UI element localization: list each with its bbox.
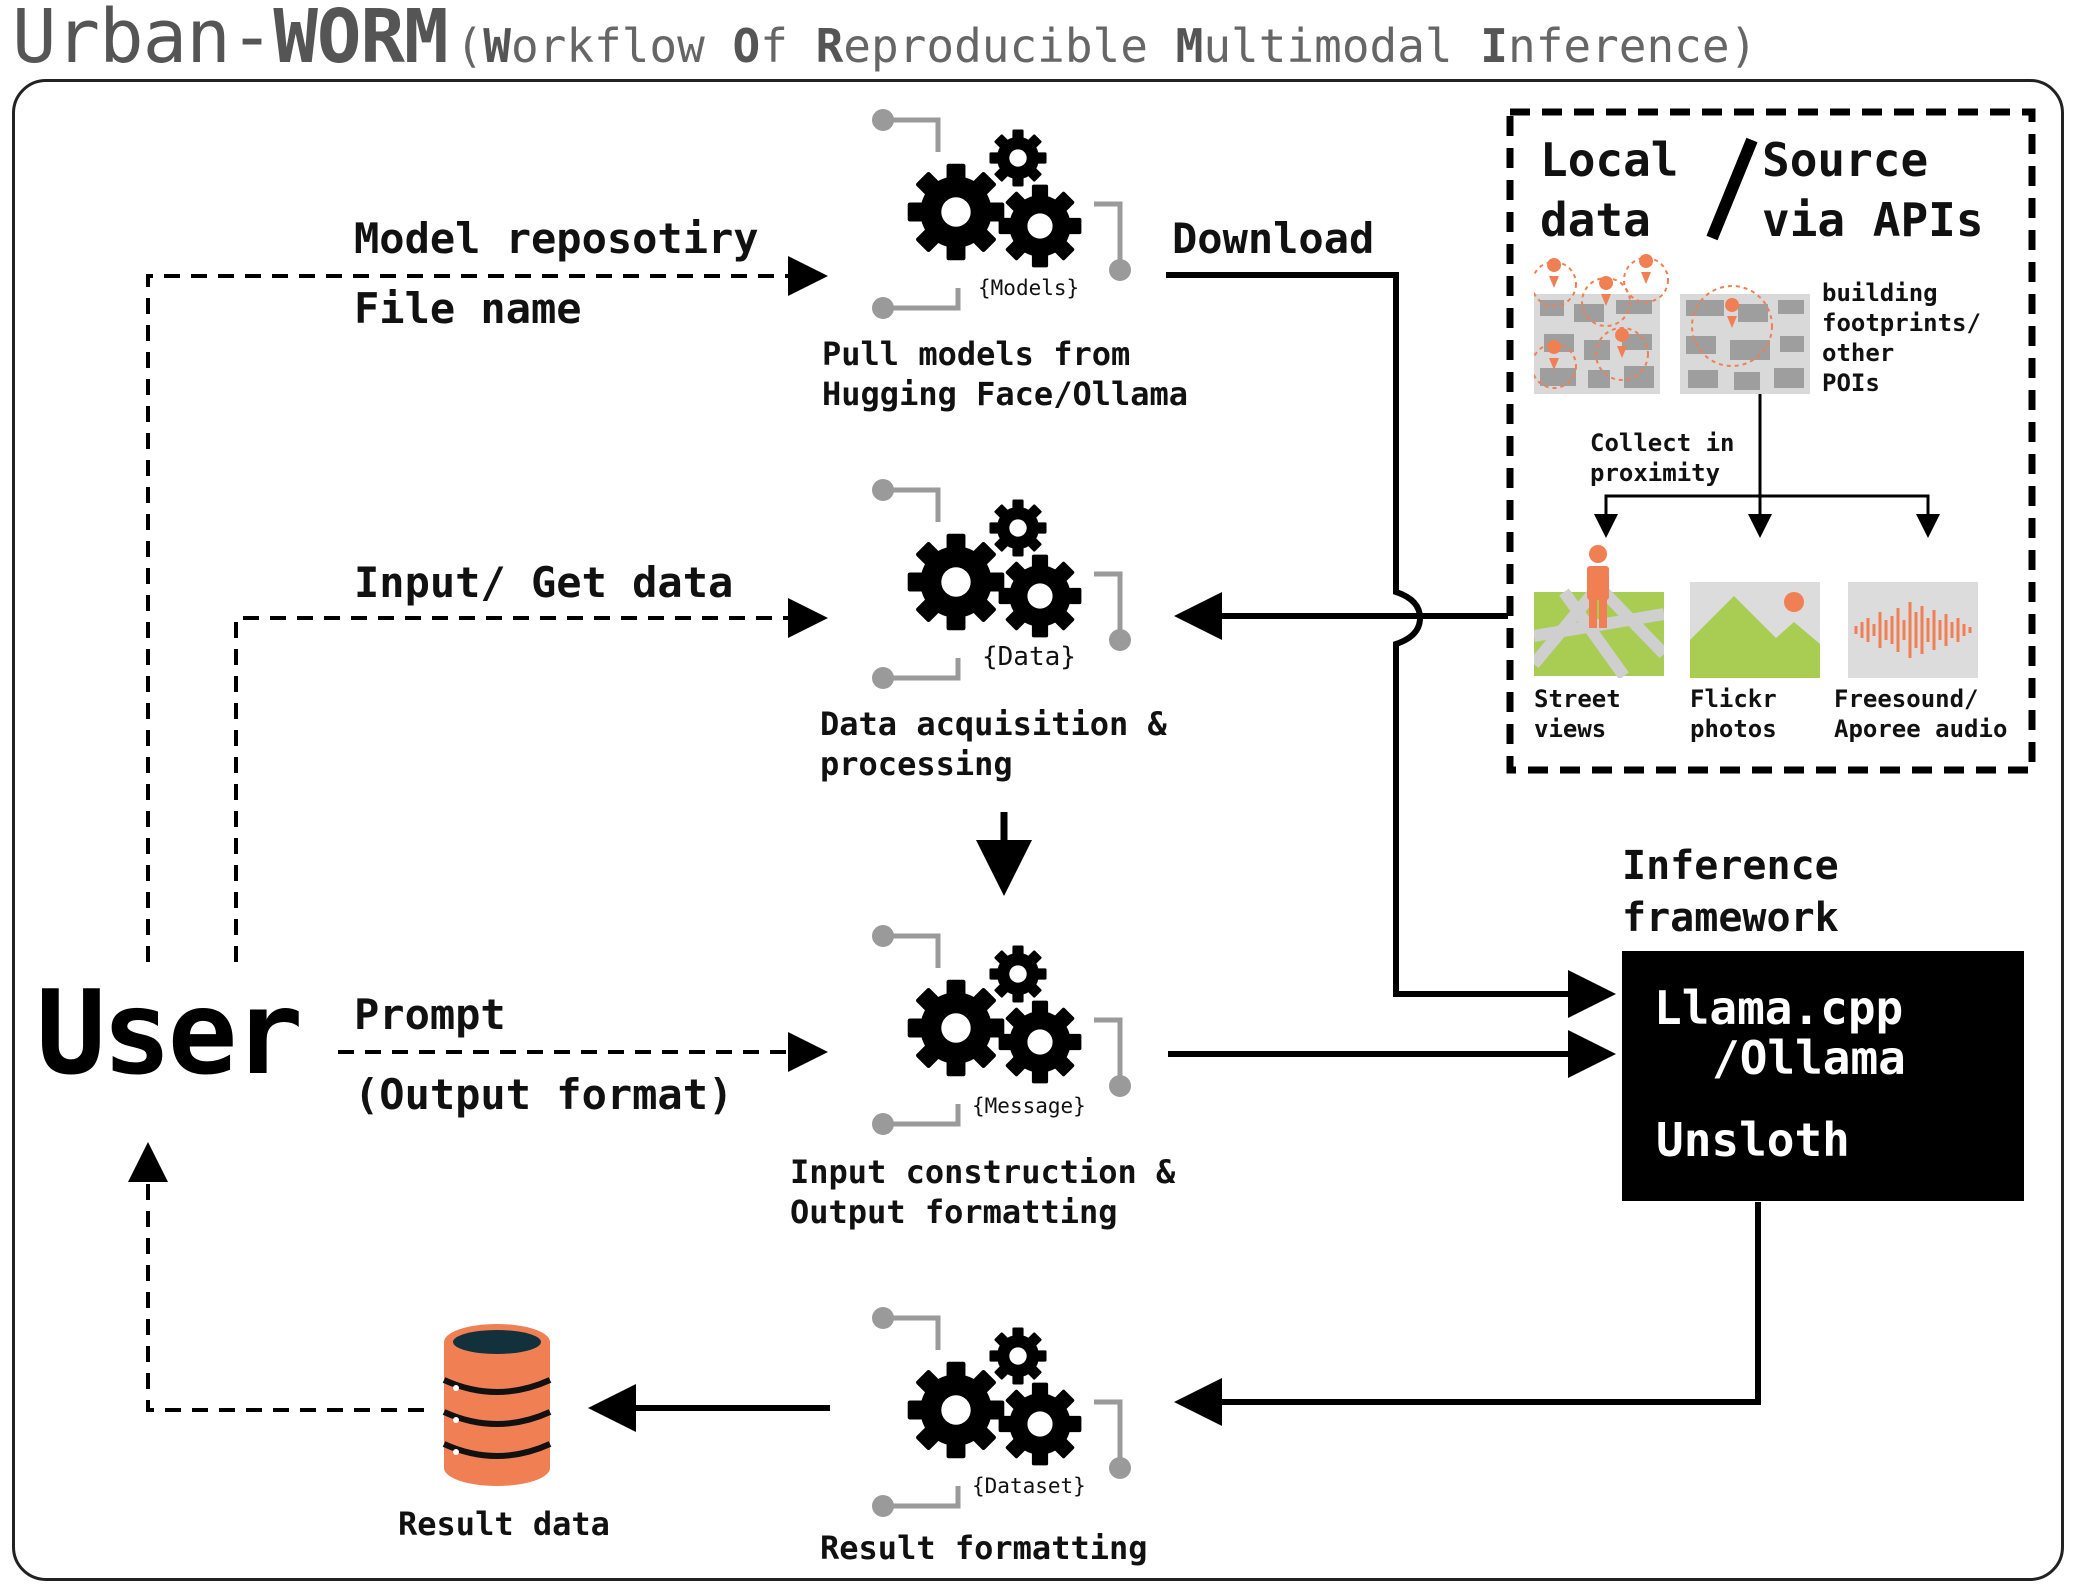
api-line: Source: [1762, 133, 1929, 187]
sources-box: [1506, 108, 2036, 774]
label-prompt: Prompt: [354, 990, 506, 1039]
caption-line: processing: [820, 745, 1013, 783]
inference-llama: Llama.cpp: [1654, 981, 1904, 1035]
label-building-footprints: building footprints/ other POIs: [1822, 278, 1981, 398]
diagram-frame: [12, 79, 2064, 1581]
tag-text: Models: [990, 276, 1067, 300]
api-line: via APIs: [1762, 193, 1984, 247]
inference-unsloth: Unsloth: [1656, 1113, 1850, 1167]
street-line: views: [1534, 715, 1607, 743]
flickr-line: Flickr: [1690, 685, 1777, 713]
module-tag: {Message}: [972, 1094, 1086, 1118]
sub-paren: (: [455, 19, 484, 73]
arrow-user-to-data: [234, 598, 828, 962]
sub-o: O: [732, 19, 761, 73]
building-line: other: [1822, 339, 1895, 367]
local-line: Local: [1540, 133, 1679, 187]
label-flickr-photos: Flickr photos: [1690, 684, 1777, 744]
sub-i: I: [1480, 19, 1508, 73]
arrow-inference-to-result: [1174, 1202, 1761, 1426]
label-street-views: Street views: [1534, 684, 1621, 744]
sub-m: M: [1175, 19, 1204, 73]
sub-o-rest: f: [760, 19, 816, 73]
arrow-result-to-user: [128, 1142, 424, 1412]
label-model-repo: Model reposotiry: [354, 214, 759, 263]
collect-line: Collect in: [1590, 429, 1735, 457]
building-line: footprints/: [1822, 309, 1981, 337]
database-icon: [442, 1324, 552, 1486]
module-tag: {Data}: [982, 642, 1076, 672]
title-prefix: Urban-: [12, 0, 274, 80]
label-local-data: Local data: [1540, 130, 1678, 250]
inference-heading-line: framework: [1622, 895, 1839, 941]
caption-line: Output formatting: [790, 1193, 1118, 1231]
caption-data: Data acquisition & processing: [820, 704, 1167, 784]
street-view-icon: [1534, 545, 1664, 678]
module-tag: {Models}: [978, 276, 1080, 300]
title-bold: WORM: [273, 0, 448, 80]
module-tag: {Dataset}: [972, 1474, 1086, 1498]
label-source-apis: Source via APIs: [1762, 130, 1984, 250]
tag-text: Data: [997, 642, 1061, 672]
inference-framework-box: Llama.cpp /Ollama Unsloth: [1622, 951, 2024, 1201]
audio-line: Aporee audio: [1834, 715, 2008, 743]
user-label: User: [36, 966, 303, 1101]
module-models: {Models}: [868, 100, 1128, 330]
tag-text: Dataset: [984, 1474, 1074, 1498]
building-line: building: [1822, 279, 1938, 307]
caption-message: Input construction & Output formatting: [790, 1152, 1175, 1232]
collect-line: proximity: [1590, 459, 1721, 487]
caption-dataset: Result formatting: [820, 1529, 1148, 1567]
inference-ollama: /Ollama: [1712, 1031, 1906, 1085]
caption-models: Pull models from Hugging Face/Ollama: [822, 334, 1188, 414]
caption-line: Hugging Face/Ollama: [822, 375, 1189, 413]
local-line: data: [1540, 193, 1651, 247]
arrow-user-to-models: [146, 256, 828, 962]
diagram-title: Urban-WORM(Workflow Of Reproducible Mult…: [12, 0, 1757, 80]
sub-w: W: [483, 19, 511, 73]
tag-text: Message: [984, 1094, 1074, 1118]
sub-m-rest: ultimodal: [1203, 19, 1481, 73]
caption-line: Input construction &: [790, 1153, 1176, 1191]
building-line: POIs: [1822, 369, 1880, 397]
label-audio: Freesound/ Aporee audio: [1834, 684, 2007, 744]
audio-line: Freesound/: [1834, 685, 1979, 713]
title-subtitle: (Workflow Of Reproducible Multimodal Inf…: [456, 19, 1758, 73]
caption-line: Data acquisition &: [820, 705, 1167, 743]
flickr-line: photos: [1690, 715, 1777, 743]
label-file-name: File name: [354, 284, 582, 333]
sub-r-rest: eproducible: [843, 19, 1176, 73]
sub-w-rest: orkflow: [510, 19, 733, 73]
collect-branch: [1604, 494, 1940, 538]
photo-icon: [1690, 582, 1820, 678]
caption-line: Pull models from: [822, 335, 1131, 373]
sub-r: R: [815, 19, 844, 73]
label-input-get-data: Input/ Get data: [354, 558, 734, 607]
label-download: Download: [1172, 214, 1375, 263]
sub-i-rest: nference): [1508, 19, 1758, 73]
inference-heading-line: Inference: [1622, 843, 1839, 889]
module-message: {Message}: [868, 916, 1128, 1146]
building-footprints-icon: [1534, 254, 1810, 394]
label-inference-framework: Inference framework: [1622, 840, 1839, 944]
label-output-format: (Output format): [354, 1070, 734, 1119]
label-result-data: Result data: [398, 1505, 610, 1543]
module-dataset: {Dataset}: [868, 1298, 1128, 1528]
audio-waveform-icon: [1848, 582, 1978, 678]
street-line: Street: [1534, 685, 1621, 713]
module-data: {Data}: [868, 470, 1128, 700]
label-collect-proximity: Collect in proximity: [1590, 428, 1735, 488]
sources-slash: [1706, 137, 1758, 241]
